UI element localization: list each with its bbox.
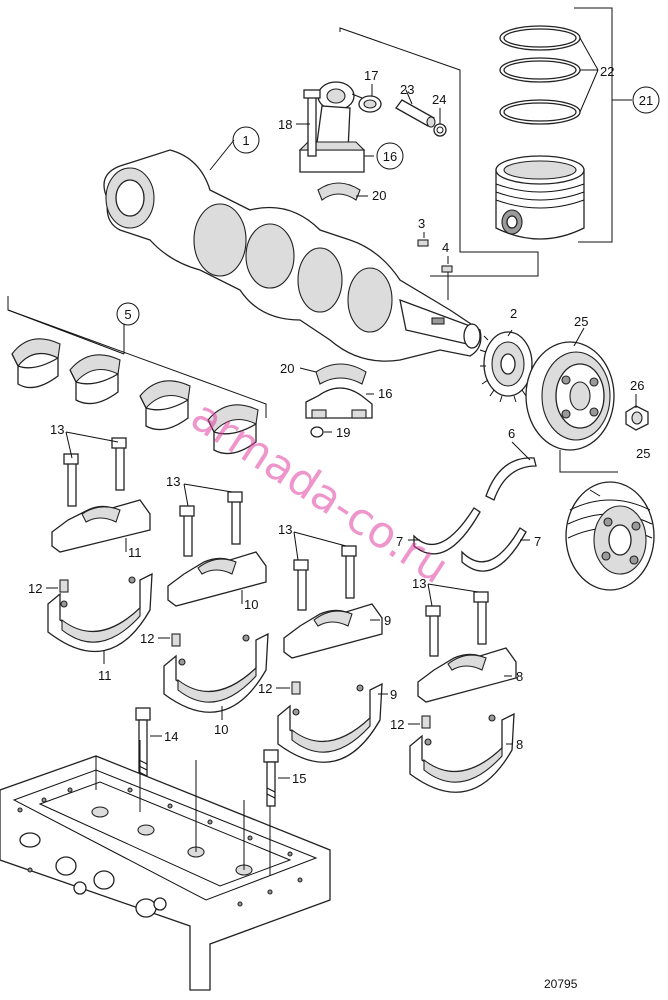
callout-16-lower: 16 bbox=[378, 386, 392, 401]
callout-1: 1 bbox=[242, 133, 249, 148]
crankshaft bbox=[103, 149, 482, 362]
main-bearing-shells bbox=[11, 338, 259, 455]
pulley-upper bbox=[525, 341, 615, 451]
callout-8-lower: 8 bbox=[516, 737, 523, 752]
bolt-15 bbox=[263, 749, 279, 807]
callout-12-cap11: 12 bbox=[28, 581, 42, 596]
callout-7-left: 7 bbox=[396, 534, 403, 549]
callout-11-upper: 11 bbox=[128, 545, 142, 560]
main-bearing-cap-8 bbox=[409, 591, 517, 793]
callout-7-right: 7 bbox=[534, 534, 541, 549]
callout-13-cap8: 13 bbox=[412, 576, 426, 591]
callout-6: 6 bbox=[508, 426, 515, 441]
callout-11-lower: 11 bbox=[98, 668, 112, 683]
callout-5: 5 bbox=[124, 307, 131, 322]
leader-lines bbox=[46, 84, 637, 779]
callout-26: 26 bbox=[630, 378, 644, 393]
main-bearing-cap-10 bbox=[163, 491, 269, 713]
connecting-rod bbox=[298, 81, 366, 173]
callout-4: 4 bbox=[442, 240, 449, 255]
callout-14: 14 bbox=[164, 729, 178, 744]
callout-22: 22 bbox=[600, 64, 614, 79]
main-bearing-cap-9 bbox=[277, 545, 383, 763]
callout-13-cap10: 13 bbox=[166, 474, 180, 489]
callout-18: 18 bbox=[278, 117, 292, 132]
figure-number: 20795 bbox=[544, 977, 578, 991]
callout-labels: 1 21 16 5 22 17 23 24 18 20 3 4 2 25 26 … bbox=[28, 64, 660, 786]
callout-24: 24 bbox=[432, 92, 446, 107]
callout-12-cap9: 12 bbox=[258, 681, 272, 696]
thrust-washer-lower-left bbox=[413, 507, 481, 555]
callout-25-lower: 25 bbox=[636, 446, 650, 461]
piston-pin bbox=[395, 99, 436, 128]
callout-17: 17 bbox=[364, 68, 378, 83]
rod-bearing-upper bbox=[317, 182, 361, 201]
callout-10-lower: 10 bbox=[214, 722, 228, 737]
callout-19: 19 bbox=[336, 425, 350, 440]
key-3 bbox=[417, 239, 429, 247]
callout-13-cap11: 13 bbox=[50, 422, 64, 437]
callout-10-upper: 10 bbox=[244, 597, 258, 612]
callout-21: 21 bbox=[639, 93, 653, 108]
thrust-washer-upper bbox=[485, 457, 537, 501]
callout-9-upper: 9 bbox=[384, 613, 391, 628]
piston bbox=[495, 155, 585, 240]
callout-9-lower: 9 bbox=[390, 687, 397, 702]
callout-23: 23 bbox=[400, 82, 414, 97]
circlip bbox=[433, 123, 447, 137]
callout-15: 15 bbox=[292, 771, 306, 786]
callout-8-upper: 8 bbox=[516, 669, 523, 684]
thrust-washer-lower-right bbox=[461, 527, 527, 572]
main-bearing-cap-11 bbox=[47, 437, 153, 653]
callout-13-cap9: 13 bbox=[278, 522, 292, 537]
piston-rings bbox=[499, 25, 581, 125]
callout-16-upper: 16 bbox=[383, 149, 397, 164]
bearing-frame bbox=[0, 740, 331, 991]
callout-12-cap10: 12 bbox=[140, 631, 154, 646]
callout-25-upper: 25 bbox=[574, 314, 588, 329]
rod-cap bbox=[305, 363, 373, 438]
callout-20-lower: 20 bbox=[280, 361, 294, 376]
bolt-14 bbox=[135, 707, 151, 781]
nut bbox=[625, 405, 649, 431]
key-4 bbox=[441, 265, 453, 273]
pulley-lower bbox=[565, 481, 655, 591]
crankshaft-gear bbox=[479, 331, 535, 403]
callout-2: 2 bbox=[510, 306, 517, 321]
callout-3: 3 bbox=[418, 216, 425, 231]
callout-20-upper: 20 bbox=[372, 188, 386, 203]
callout-12-cap8: 12 bbox=[390, 717, 404, 732]
